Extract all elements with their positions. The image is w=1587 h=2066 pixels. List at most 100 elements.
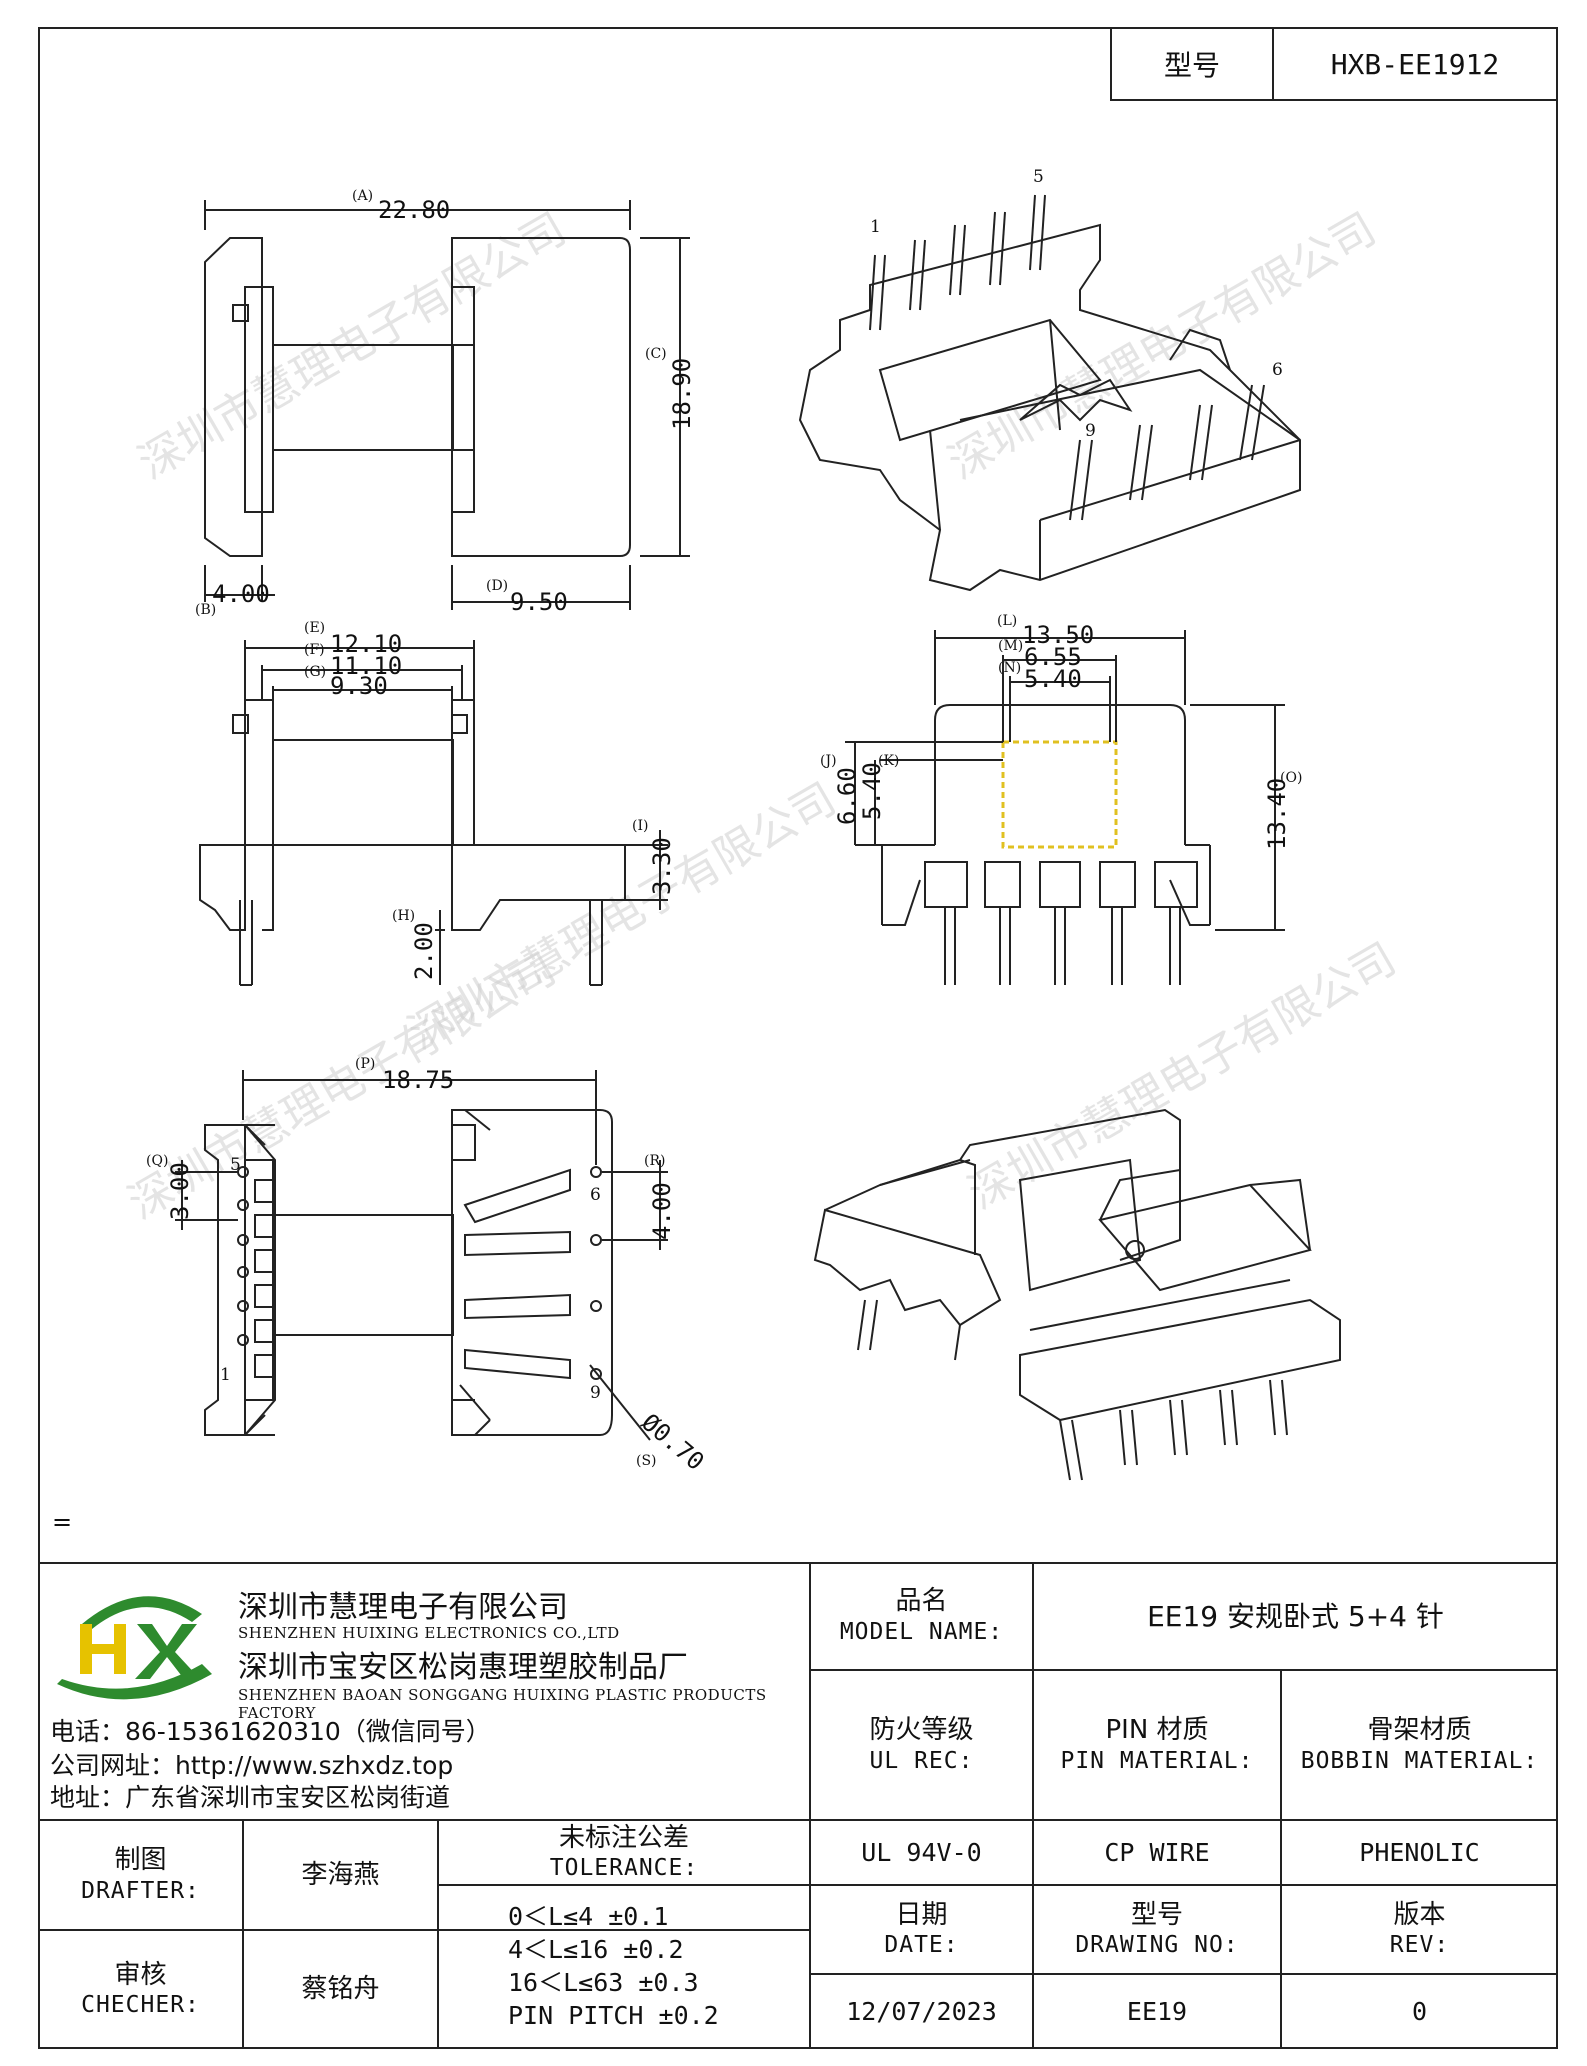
technical-drawing: 深圳市慧理电子有限公司 深圳市慧理电子有限公司 深圳市慧理电子有限公司 深圳市慧… bbox=[120, 167, 1405, 1481]
title-block-grid bbox=[38, 1562, 1558, 2049]
pin-label-5-top: 5 bbox=[230, 1155, 241, 1175]
dim-tag-p: (P) bbox=[355, 1056, 375, 1072]
model-label: 型号 bbox=[1112, 29, 1274, 99]
rev-value: 0 bbox=[1411, 1996, 1428, 2026]
dim-d-value: 9.50 bbox=[510, 588, 568, 616]
dim-m-value: 6.55 bbox=[1024, 643, 1082, 671]
dim-a-value: 22.80 bbox=[378, 196, 450, 224]
dim-tag-r: (R) bbox=[644, 1153, 665, 1169]
pin-label-1-top: 1 bbox=[220, 1365, 231, 1385]
dim-c-value: 18.90 bbox=[668, 358, 696, 430]
side-view bbox=[199, 640, 668, 986]
ul-rec-label-cn: 防火等级 bbox=[869, 1715, 974, 1746]
pin-material-label-en: PIN MATERIAL: bbox=[1060, 1747, 1254, 1774]
tolerance-line: 0＜L≤4 ±0.1 bbox=[508, 1902, 669, 1931]
company-website: 公司网址：http://www.szhxdz.top bbox=[50, 1751, 454, 1780]
pin-label-9-top: 9 bbox=[590, 1383, 601, 1403]
company-logo-icon bbox=[57, 1596, 212, 1700]
dim-b-value: 4.00 bbox=[212, 580, 270, 608]
pin-label-6-top: 6 bbox=[590, 1185, 601, 1205]
dim-n-value: 5.40 bbox=[1024, 665, 1082, 693]
dim-tag-b: (B) bbox=[195, 602, 216, 618]
date-label: 日期 DATE: bbox=[810, 1885, 1033, 1974]
pin-label-1-iso: 1 bbox=[870, 217, 881, 237]
isometric-view-bottom bbox=[813, 1108, 1341, 1481]
company-name-cn-1: 深圳市慧理电子有限公司 bbox=[238, 1590, 568, 1625]
ul-rec-value: UL 94V-0 bbox=[861, 1837, 982, 1867]
company-address: 地址：广东省深圳市宝安区松岗街道 bbox=[50, 1783, 451, 1812]
dim-tag-d: (D) bbox=[486, 578, 508, 594]
date-label-cn: 日期 bbox=[895, 1899, 948, 1930]
dim-g-value: 9.30 bbox=[330, 672, 388, 700]
drawing-no-label: 型号 DRAWING NO: bbox=[1033, 1885, 1281, 1974]
tolerance-line: 4＜L≤16 ±0.2 bbox=[508, 1935, 684, 1964]
dim-tag-n: (N) bbox=[998, 660, 1021, 676]
bobbin-material-label: 骨架材质 BOBBIN MATERIAL: bbox=[1281, 1670, 1558, 1820]
drawing-no-label-en: DRAWING NO: bbox=[1075, 1932, 1239, 1959]
ul-rec-label-en: UL REC: bbox=[869, 1747, 974, 1774]
dim-tag-f: (F) bbox=[304, 642, 325, 658]
drafter-label: 制图 DRAFTER: bbox=[38, 1820, 243, 1930]
model-header-box: 型号 HXB-EE1912 bbox=[1110, 27, 1558, 101]
pin-label-5-iso: 5 bbox=[1033, 167, 1044, 187]
dim-l-value: 13.50 bbox=[1022, 621, 1094, 649]
date-label-en: DATE: bbox=[884, 1932, 959, 1959]
checker-label-en: CHECHER: bbox=[81, 1992, 200, 2019]
date-value: 12/07/2023 bbox=[846, 1996, 997, 2026]
pin-material-label-cn: PIN 材质 bbox=[1105, 1715, 1209, 1746]
dim-tag-a: (A) bbox=[352, 188, 373, 204]
dim-tag-j: (J) bbox=[820, 753, 837, 769]
dim-tag-e: (E) bbox=[304, 620, 325, 636]
company-name-en-2: SHENZHEN BAOAN SONGGANG HUIXING PLASTIC … bbox=[238, 1686, 767, 1722]
pin-label-9-iso: 9 bbox=[1085, 421, 1096, 441]
dim-tag-s: (S) bbox=[636, 1453, 657, 1469]
model-name-label-cn: 品名 bbox=[895, 1586, 948, 1617]
ul-rec-label: 防火等级 UL REC: bbox=[810, 1670, 1033, 1820]
dim-i-value: 3.30 bbox=[648, 837, 676, 895]
dim-r-value: 4.00 bbox=[648, 1182, 676, 1240]
tolerance-label: 未标注公差 TOLERANCE: bbox=[438, 1820, 810, 1885]
rev-label: 版本 REV: bbox=[1281, 1885, 1558, 1974]
dim-k-value: 5.40 bbox=[858, 762, 886, 820]
watermark-4: 深圳市慧理电子有限公司 bbox=[960, 933, 1405, 1219]
drafter-label-en: DRAFTER: bbox=[81, 1877, 200, 1904]
dim-p-value: 18.75 bbox=[382, 1066, 454, 1094]
dim-tag-m: (M) bbox=[998, 638, 1023, 654]
pin-material-label: PIN 材质 PIN MATERIAL: bbox=[1033, 1670, 1281, 1820]
dim-tag-l: (L) bbox=[997, 613, 1017, 629]
company-name-cn-2: 深圳市宝安区松岗惠理塑胶制品厂 bbox=[238, 1650, 688, 1685]
watermark-2: 深圳市慧理电子有限公司 bbox=[940, 203, 1385, 489]
watermark-1: 深圳市慧理电子有限公司 bbox=[130, 203, 575, 489]
company-block: 深圳市慧理电子有限公司 SHENZHEN HUIXING ELECTRONICS… bbox=[38, 1562, 810, 1820]
dim-tag-q: (Q) bbox=[146, 1153, 168, 1169]
dim-tag-o: (O) bbox=[1280, 770, 1302, 786]
dim-o-value: 13.40 bbox=[1263, 778, 1291, 850]
dim-h-value: 2.00 bbox=[410, 922, 438, 980]
rev-label-cn: 版本 bbox=[1393, 1899, 1446, 1930]
model-name-label: 品名 MODEL NAME: bbox=[810, 1562, 1033, 1670]
drafter-label-cn: 制图 bbox=[114, 1845, 167, 1876]
end-view bbox=[845, 630, 1285, 985]
dim-j-value: 6.60 bbox=[833, 767, 861, 825]
bobbin-material-value: PHENOLIC bbox=[1359, 1837, 1480, 1867]
drawing-no-value: EE19 bbox=[1126, 1996, 1188, 2026]
dim-tag-k: (K) bbox=[878, 753, 899, 769]
company-name-en-1: SHENZHEN HUIXING ELECTRONICS CO.,LTD bbox=[238, 1624, 620, 1642]
front-view bbox=[204, 200, 690, 610]
top-view-pin-layout bbox=[175, 1070, 668, 1441]
model-value: HXB-EE1912 bbox=[1330, 47, 1500, 81]
dim-f-value: 11.10 bbox=[330, 652, 402, 680]
tolerance-line: 16＜L≤63 ±0.3 bbox=[508, 1968, 699, 1997]
dim-tag-h: (H) bbox=[392, 908, 415, 924]
model-name-label-en: MODEL NAME: bbox=[839, 1618, 1004, 1645]
bobbin-material-label-en: BOBBIN MATERIAL: bbox=[1300, 1747, 1539, 1774]
tolerance-line: PIN PITCH ±0.2 bbox=[508, 2001, 719, 2030]
title-block: 深圳市慧理电子有限公司 SHENZHEN HUIXING ELECTRONICS… bbox=[38, 1562, 1558, 2049]
model-name-value: EE19 安规卧式 5+4 针 bbox=[1147, 1599, 1444, 1633]
bobbin-material-label-cn: 骨架材质 bbox=[1367, 1715, 1472, 1746]
drafter-value: 李海燕 bbox=[301, 1859, 380, 1890]
tolerance-label-en: TOLERANCE: bbox=[549, 1855, 699, 1882]
tolerance-label-cn: 未标注公差 bbox=[558, 1822, 689, 1853]
watermarks: 深圳市慧理电子有限公司 深圳市慧理电子有限公司 深圳市慧理电子有限公司 深圳市慧… bbox=[120, 203, 1405, 1229]
dim-tag-g: (G) bbox=[304, 664, 326, 680]
